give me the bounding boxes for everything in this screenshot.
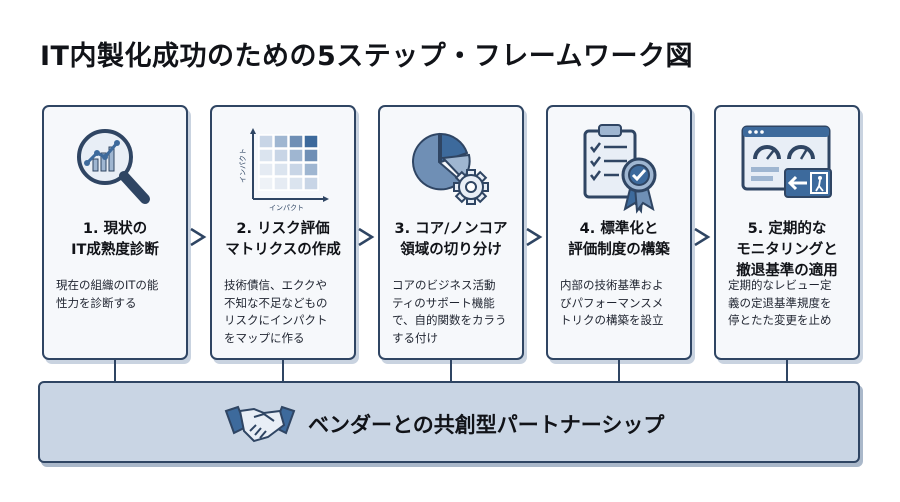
- step-card-1: 1. 現状の IT成熟度診断 現在の組織のITの能 性力を診断する: [42, 105, 188, 360]
- step-description: 現在の組織のITの能 性力を診断する: [56, 278, 159, 310]
- connector-line: [114, 360, 116, 382]
- step-heading: 3. コア/ノンコア 領域の切り分け: [394, 221, 508, 258]
- clipboard-badge-icon: [548, 117, 690, 217]
- pie-gear-icon: [380, 117, 522, 217]
- connector-line: [618, 360, 620, 382]
- arrow-right-icon: [190, 227, 207, 247]
- partnership-label: ベンダーとの共創型パートナーシップ: [308, 413, 665, 437]
- connector-line: [282, 360, 284, 382]
- arrow-right-icon: [358, 227, 375, 247]
- step-description: 技術債信、エククや 不知な不足などもの リスクにインパクト をマップに作る: [224, 278, 328, 345]
- step-description: コアのビジネス活動 ティのサポート機能 で、自的関数をカラう する付け: [392, 278, 507, 345]
- step-heading: 4. 標準化と 評価制度の構築: [568, 221, 670, 258]
- step-heading: 1. 現状の IT成熟度診断: [71, 221, 159, 258]
- step-heading: 5. 定期的な モニタリングと 撤退基準の適用: [736, 221, 838, 279]
- arrow-right-icon: [526, 227, 543, 247]
- step-card-2: インパクト インパクト 2. リスク評価 マトリクスの作成 技術債信、エククや …: [210, 105, 356, 360]
- risk-matrix-icon: インパクト インパクト: [212, 117, 354, 217]
- step-description: 定期的なレビュー定 義の定退基準規度を 停とたた変更を止め: [728, 278, 832, 327]
- step-card-4: 4. 標準化と 評価制度の構築 内部の技術基準およ びパフォーマンスメ トリクの…: [546, 105, 692, 360]
- step-card-5: 5. 定期的な モニタリングと 撤退基準の適用 定期的なレビュー定 義の定退基準…: [714, 105, 860, 360]
- step-heading: 2. リスク評価 マトリクスの作成: [225, 221, 341, 258]
- handshake-icon: [224, 405, 296, 443]
- matrix-x-label: インパクト: [269, 204, 304, 212]
- arrow-right-icon: [694, 227, 711, 247]
- partnership-bar: ベンダーとの共創型パートナーシップ: [38, 381, 860, 463]
- connector-line: [450, 360, 452, 382]
- magnifier-chart-icon: [44, 117, 186, 217]
- step-description: 内部の技術基準およ びパフォーマンスメ トリクの構築を設立: [560, 278, 664, 327]
- matrix-y-label: インパクト: [239, 148, 247, 183]
- connector-line: [786, 360, 788, 382]
- dashboard-exit-icon: [716, 117, 858, 217]
- step-card-3: 3. コア/ノンコア 領域の切り分け コアのビジネス活動 ティのサポート機能 で…: [378, 105, 524, 360]
- page-title: IT内製化成功のための5ステップ・フレームワーク図: [40, 41, 693, 72]
